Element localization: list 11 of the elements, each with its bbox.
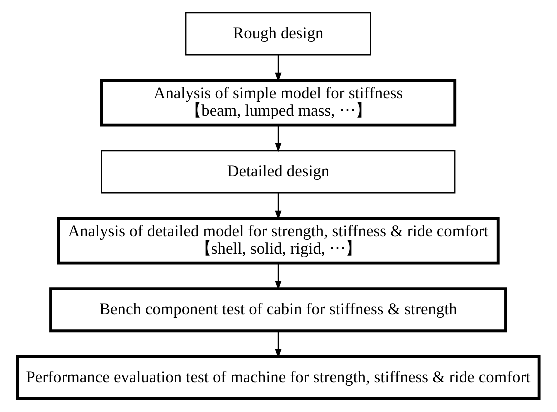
- arrow: [275, 55, 282, 82]
- node-box: Bench component test of cabin for stiffness & strength: [50, 288, 508, 333]
- arrow: [275, 263, 282, 290]
- arrow: [275, 125, 282, 152]
- arrow: [275, 193, 282, 220]
- node-box: Analysis of simple model for stiffness 【beam, lumped mass, ⋯】: [100, 79, 457, 127]
- arrow: [275, 331, 282, 359]
- node-box: Performance evaluation test of machine for strength, stiffness & ride comfort: [16, 355, 541, 400]
- node-box: Analysis of detailed model for strength, stiffness & ride comfort 【shell, solid, rigid, ⋯】: [57, 217, 500, 265]
- node-box: Rough design: [186, 12, 372, 56]
- node-box: Detailed design: [101, 150, 456, 194]
